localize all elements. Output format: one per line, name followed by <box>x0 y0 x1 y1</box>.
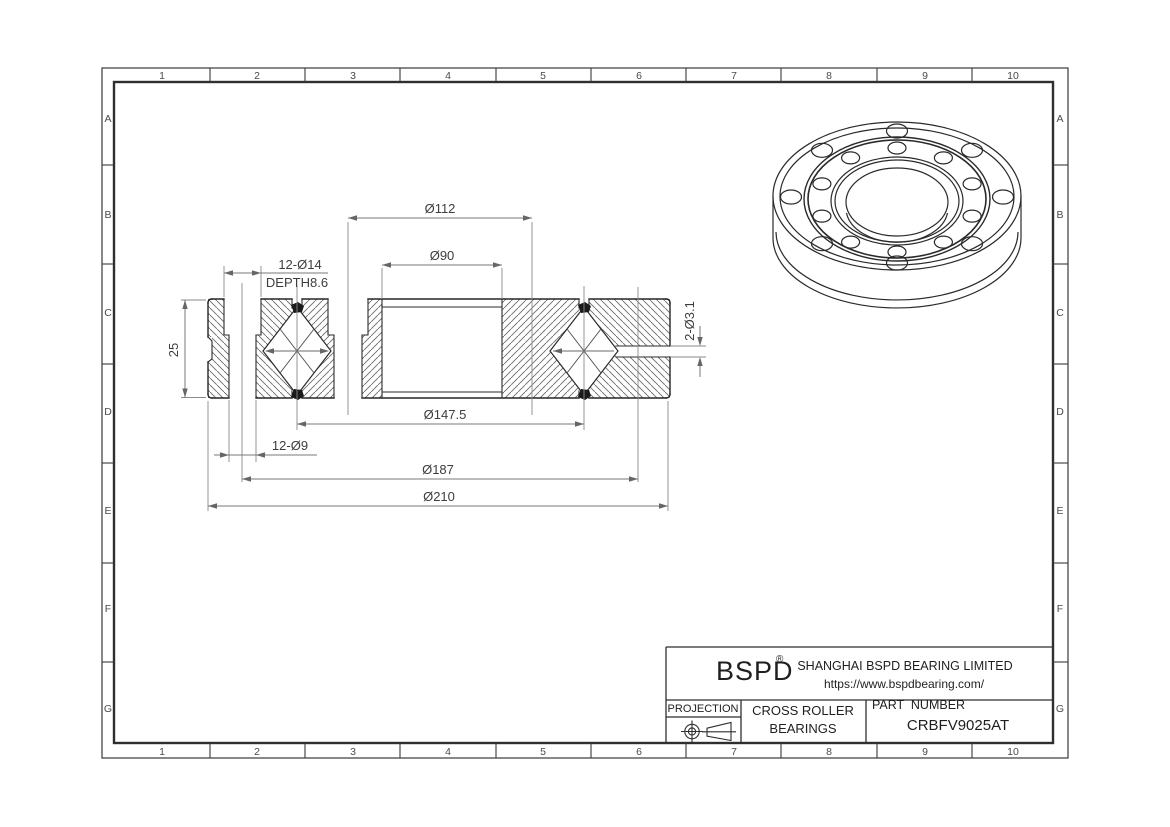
bspd-logo: BSPD <box>716 656 794 686</box>
inner-ring-holes <box>812 141 982 259</box>
grid-col-label: 1 <box>159 746 165 758</box>
title-block: BSPD ® SHANGHAI BSPD BEARING LIMITED htt… <box>665 646 1053 743</box>
grid-col-label: 10 <box>1007 70 1019 82</box>
registered-mark: ® <box>776 654 784 665</box>
product-line2: BEARINGS <box>769 721 837 736</box>
dimension-arrows <box>182 215 703 509</box>
grid-row-labels: A B C D E F G A B C D E F G <box>104 113 1064 715</box>
grid-col-label: 8 <box>826 746 832 758</box>
dim-grease-hole: 2-Ø3.1 <box>682 301 697 341</box>
grid-col-label: 6 <box>636 746 642 758</box>
grid-row-label: F <box>105 603 111 615</box>
grid-col-label: 2 <box>254 70 260 82</box>
grid-col-label: 3 <box>350 746 356 758</box>
grid-col-label: 5 <box>540 746 546 758</box>
grid-row-label: C <box>104 307 112 319</box>
seal-marks <box>291 302 591 400</box>
grid-col-label: 3 <box>350 70 356 82</box>
grid-row-label: E <box>104 505 111 517</box>
grid-row-label: E <box>1056 505 1063 517</box>
dim-counterbore: 12-Ø14 <box>278 257 321 272</box>
grid-col-label: 4 <box>445 746 451 758</box>
grid-row-label: G <box>1056 703 1064 715</box>
grid-col-label: 5 <box>540 70 546 82</box>
sheet-border: 1 2 3 4 5 6 7 8 9 10 1 2 3 4 5 6 7 8 9 1… <box>101 67 1069 759</box>
grid-row-label: D <box>104 406 112 418</box>
dimension-labels: Ø112 Ø90 12-Ø14 DEPTH8.6 25 Ø147.5 12-Ø9… <box>166 201 697 504</box>
grid-col-label: 10 <box>1007 746 1019 758</box>
dim-outer-dia: Ø210 <box>423 489 455 504</box>
dim-through-hole: 12-Ø9 <box>272 438 308 453</box>
company-name: SHANGHAI BSPD BEARING LIMITED <box>797 659 1012 673</box>
grid-row-label: A <box>1056 113 1063 125</box>
grid-col-label: 7 <box>731 70 737 82</box>
grid-col-label: 1 <box>159 70 165 82</box>
dim-bolt-bcd: Ø187 <box>422 462 454 477</box>
grid-row-label: A <box>104 113 111 125</box>
projection-label: PROJECTION <box>668 703 739 715</box>
dim-land-bcd: Ø112 <box>425 201 456 216</box>
grid-row-label: D <box>1056 406 1064 418</box>
grid-col-label: 4 <box>445 70 451 82</box>
product-line1: CROSS ROLLER <box>752 703 854 718</box>
dim-width: 25 <box>166 343 181 357</box>
grid-ticks <box>102 68 1068 758</box>
projection-symbol-icon <box>681 720 736 743</box>
dimension-lines <box>184 217 701 507</box>
part-number-label: PART NUMBER <box>872 698 965 712</box>
dim-pitch: Ø147.5 <box>424 407 467 422</box>
section-features <box>223 298 671 399</box>
section-outline <box>207 298 671 399</box>
company-website: https://www.bspdbearing.com/ <box>824 677 985 691</box>
grid-col-label: 9 <box>922 70 928 82</box>
part-number-value: CRBFV9025AT <box>907 717 1009 734</box>
grid-column-labels: 1 2 3 4 5 6 7 8 9 10 1 2 3 4 5 6 7 8 9 1… <box>159 70 1019 758</box>
isometric-view <box>772 121 1022 309</box>
dim-bore: Ø90 <box>430 248 455 263</box>
outer-ring-holes <box>779 123 1015 271</box>
grid-row-label: F <box>1057 603 1063 615</box>
grid-col-label: 6 <box>636 70 642 82</box>
grid-col-label: 7 <box>731 746 737 758</box>
extension-lines <box>181 222 706 511</box>
grid-row-label: C <box>1056 307 1064 319</box>
section-view: Ø112 Ø90 12-Ø14 DEPTH8.6 25 Ø147.5 12-Ø9… <box>166 201 706 511</box>
grid-col-label: 8 <box>826 70 832 82</box>
grid-col-label: 9 <box>922 746 928 758</box>
dim-counterbore-depth: DEPTH8.6 <box>266 275 328 290</box>
grid-col-label: 2 <box>254 746 260 758</box>
grid-row-label: B <box>1056 209 1063 221</box>
grid-row-label: B <box>104 209 111 221</box>
grid-row-label: G <box>104 703 112 715</box>
